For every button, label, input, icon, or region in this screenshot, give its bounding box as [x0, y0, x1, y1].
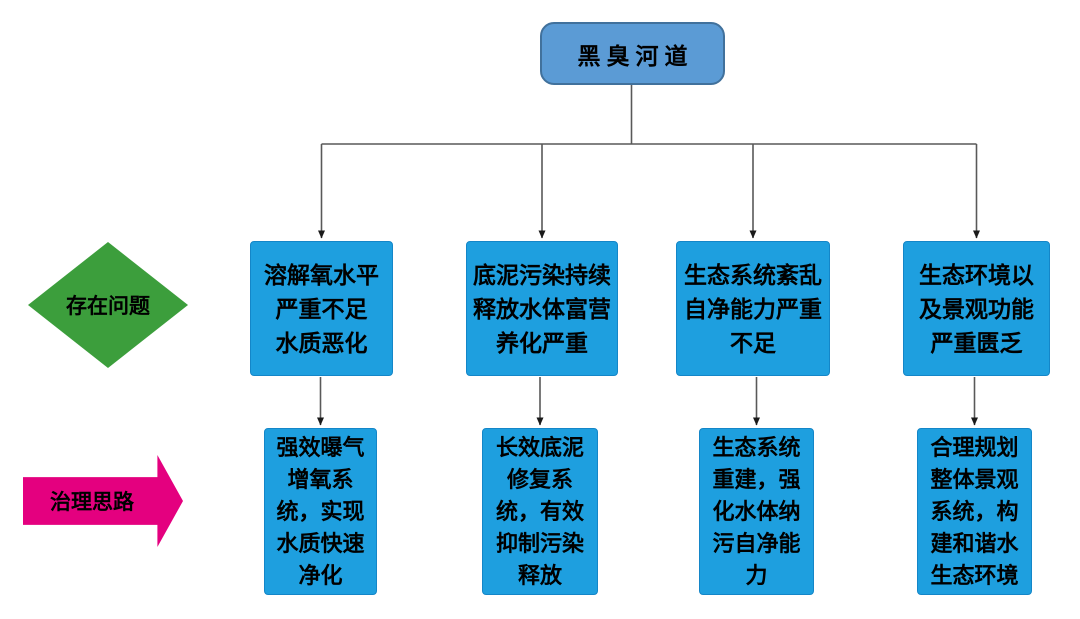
solutions-row-label: 治理思路	[50, 491, 134, 514]
problem-box-sediment-pollution: 底泥污染持续 释放水体富营 养化严重	[466, 241, 618, 376]
solution-box-sediment-remediation: 长效底泥 修复系 统，有效 抑制污染 释放	[482, 428, 598, 595]
solution-box-ecosystem-rebuild: 生态系统 重建，强 化水体纳 污自净能 力	[699, 428, 814, 595]
solution-box-landscape-planning: 合理规划 整体景观 系统，构 建和谐水 生态环境	[917, 428, 1032, 595]
root-node: 黑臭河道	[540, 22, 725, 85]
problems-row-label: 存在问题	[66, 295, 150, 318]
solution-box-aeration-system: 强效曝气 增氧系 统，实现 水质快速 净化	[264, 428, 377, 595]
problem-box-ecosystem-disorder: 生态系统紊乱 自净能力严重 不足	[676, 241, 830, 376]
problem-box-landscape-deficiency: 生态环境以 及景观功能 严重匮乏	[903, 241, 1050, 376]
problem-box-dissolved-oxygen: 溶解氧水平 严重不足 水质恶化	[250, 241, 393, 376]
